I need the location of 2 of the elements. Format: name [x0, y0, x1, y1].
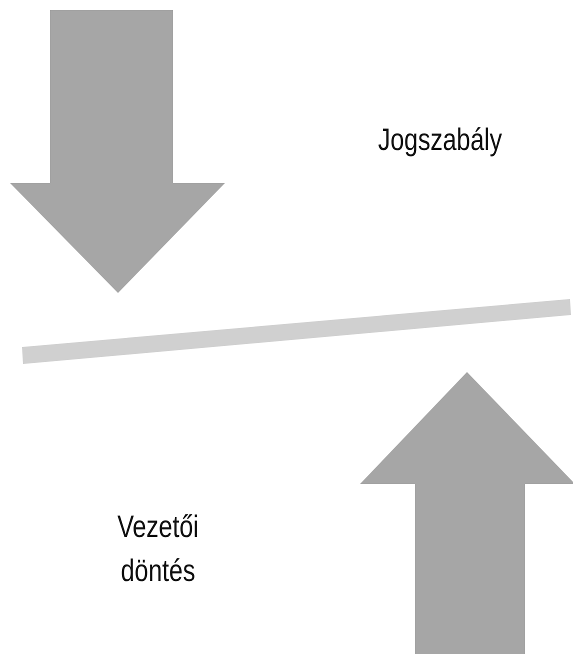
label-text: Vezetői döntés	[116, 508, 200, 590]
label-text: Jogszabály	[376, 121, 504, 159]
